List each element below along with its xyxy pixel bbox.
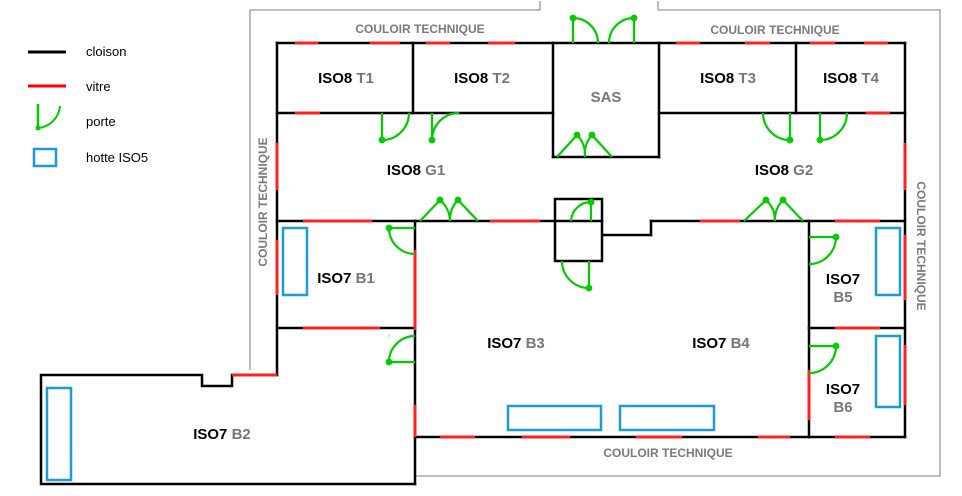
iso5-hoods — [45, 226, 902, 482]
room-label-g1: ISO8 G1 — [387, 162, 445, 179]
g1-double-door — [419, 196, 479, 222]
sas-bottom-door — [556, 131, 613, 158]
room-label-g2: ISO8 G2 — [755, 162, 813, 179]
corridor-label-left: COULOIR TECHNIQUE — [256, 137, 270, 266]
b5-door — [808, 233, 840, 266]
glass-segments — [232, 41, 907, 439]
corridor-label-bottom: COULOIR TECHNIQUE — [603, 446, 732, 460]
legend-glass-label: vitre — [86, 79, 111, 94]
door-swing-icon — [35, 104, 61, 131]
wall-line-icon — [28, 50, 66, 54]
g2-double-door — [743, 196, 804, 222]
room-label-b1: ISO7 B1 — [317, 270, 375, 287]
t2-door — [428, 111, 460, 144]
room-label-b3: ISO7 B3 — [487, 335, 545, 352]
hood-b4 — [618, 404, 716, 432]
corridor-outline — [249, 1, 941, 477]
legend-hood — [26, 146, 70, 170]
corridor-label-top-left: COULOIR TECHNIQUE — [355, 22, 484, 36]
legend-wall-label: cloison — [86, 44, 127, 59]
t4-door — [816, 112, 849, 144]
room-label-sas: SAS — [591, 89, 622, 106]
doors — [378, 14, 849, 375]
legend-door-label: porte — [86, 114, 116, 129]
shaft-bottom-door — [560, 260, 593, 292]
b1-door — [385, 224, 416, 256]
legend-glass — [26, 74, 70, 98]
hood-b6 — [874, 334, 902, 409]
b2-door — [385, 334, 416, 366]
legend-door — [26, 104, 70, 131]
legend-hood-label: hotte ISO5 — [86, 150, 149, 165]
hood-box-icon — [32, 147, 58, 168]
hood-b3 — [506, 404, 603, 432]
glass-line-icon — [28, 84, 66, 88]
shaft-top-door — [569, 198, 595, 222]
hood-b2 — [45, 386, 73, 482]
room-label-b2: ISO7 B2 — [193, 426, 251, 443]
room-label-t2: ISO8 T2 — [454, 70, 510, 87]
t1-door — [378, 112, 411, 144]
hood-b1 — [281, 226, 309, 297]
room-label-t3: ISO8 T3 — [700, 70, 756, 87]
t3-door — [761, 112, 794, 144]
room-label-t1: ISO8 T1 — [318, 70, 374, 87]
corridor-label-top-right: COULOIR TECHNIQUE — [710, 23, 839, 37]
legend-wall — [26, 40, 70, 64]
corridor-label-right: COULOIR TECHNIQUE — [914, 181, 928, 310]
walls — [39, 41, 907, 486]
room-label-t4: ISO8 T4 — [823, 70, 880, 87]
b6-door — [808, 342, 840, 375]
room-label-b4: ISO7 B4 — [692, 335, 750, 352]
hood-b5 — [874, 226, 902, 297]
sas-top-door — [569, 14, 638, 44]
